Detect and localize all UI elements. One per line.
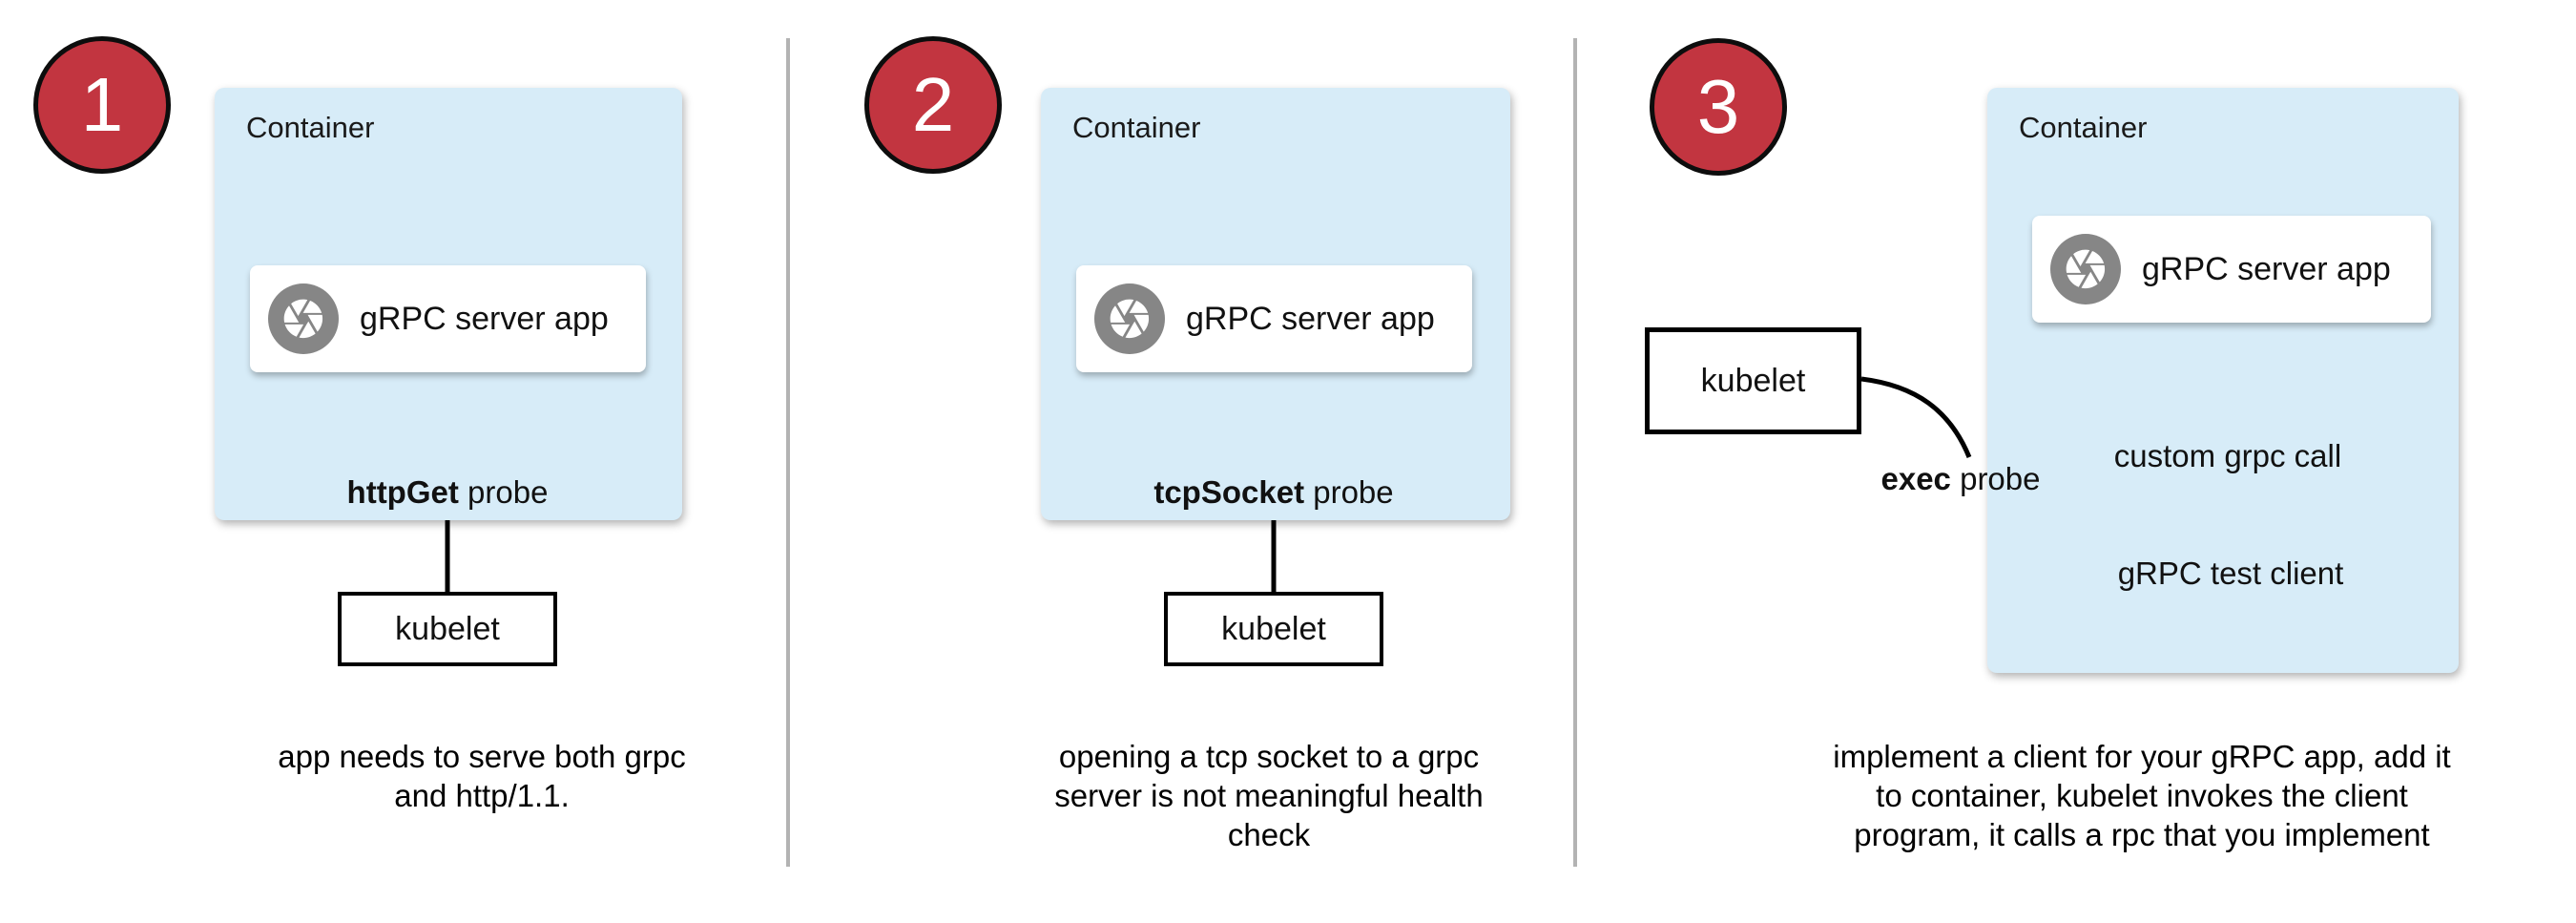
probe-type: httpGet: [346, 474, 459, 510]
caption-line: opening a tcp socket to a grpc: [1058, 739, 1480, 774]
aperture-icon: [268, 283, 339, 354]
kubelet-box-1: kubelet: [338, 592, 557, 666]
probe-label-1: httpGet probe: [257, 474, 638, 511]
caption-2: opening a tcp socket to a grpc server is…: [1002, 737, 1536, 854]
grpc-server-app-label-3: gRPC server app: [2142, 250, 2391, 287]
caption-1: app needs to serve both grpc and http/1.…: [215, 737, 749, 815]
container-label-3: Container: [2019, 111, 2148, 144]
probe-type: tcpSocket: [1153, 474, 1305, 510]
aperture-icon: [2050, 234, 2121, 304]
caption-line: server is not meaningful health: [1054, 778, 1484, 813]
exec-probe-curve-upper: [1860, 376, 1972, 458]
grpc-server-app-label-2: gRPC server app: [1186, 300, 1435, 337]
grpc-server-app-box-3: gRPC server app: [2032, 216, 2431, 323]
kubelet-label-2: kubelet: [1221, 610, 1326, 647]
grpc-server-app-box-1: gRPC server app: [250, 265, 646, 372]
step-number: 3: [1696, 64, 1740, 149]
panel-divider-2: [1573, 38, 1577, 867]
probe-word: probe: [1950, 461, 2041, 496]
probe-label-3: exec probe: [1798, 461, 2123, 497]
probe-type: exec: [1880, 461, 1951, 496]
probe-word: probe: [458, 474, 549, 510]
grpc-test-client-label: gRPC test client: [2117, 556, 2344, 591]
panel-divider-1: [786, 38, 790, 867]
caption-3: implement a client for your gRPC app, ad…: [1798, 737, 2485, 854]
grpc-server-app-label-1: gRPC server app: [360, 300, 609, 337]
step-number: 2: [911, 62, 955, 147]
caption-line: and http/1.1.: [394, 778, 570, 813]
container-box-3: Container: [1987, 88, 2459, 673]
aperture-icon: [1094, 283, 1165, 354]
step-badge-1: 1: [33, 36, 171, 174]
kubelet-label-3: kubelet: [1700, 362, 1806, 399]
caption-line: implement a client for your gRPC app, ad…: [1833, 739, 2451, 774]
container-label-1: Container: [246, 111, 375, 144]
step-number: 1: [80, 62, 124, 147]
caption-line: program, it calls a rpc that you impleme…: [1854, 817, 2430, 852]
step-badge-3: 3: [1650, 38, 1787, 176]
probe-label-2: tcpSocket probe: [1083, 474, 1465, 511]
caption-line: to container, kubelet invokes the client: [1876, 778, 2408, 813]
probe-word: probe: [1304, 474, 1394, 510]
kubelet-box-3: kubelet: [1645, 327, 1861, 434]
container-label-2: Container: [1072, 111, 1201, 144]
step-badge-2: 2: [864, 36, 1002, 174]
custom-grpc-call-label: custom grpc call: [2113, 438, 2342, 473]
kubelet-label-1: kubelet: [395, 610, 500, 647]
kubelet-box-2: kubelet: [1164, 592, 1383, 666]
caption-line: app needs to serve both grpc: [278, 739, 686, 774]
caption-line: check: [1227, 817, 1311, 852]
grpc-server-app-box-2: gRPC server app: [1076, 265, 1472, 372]
